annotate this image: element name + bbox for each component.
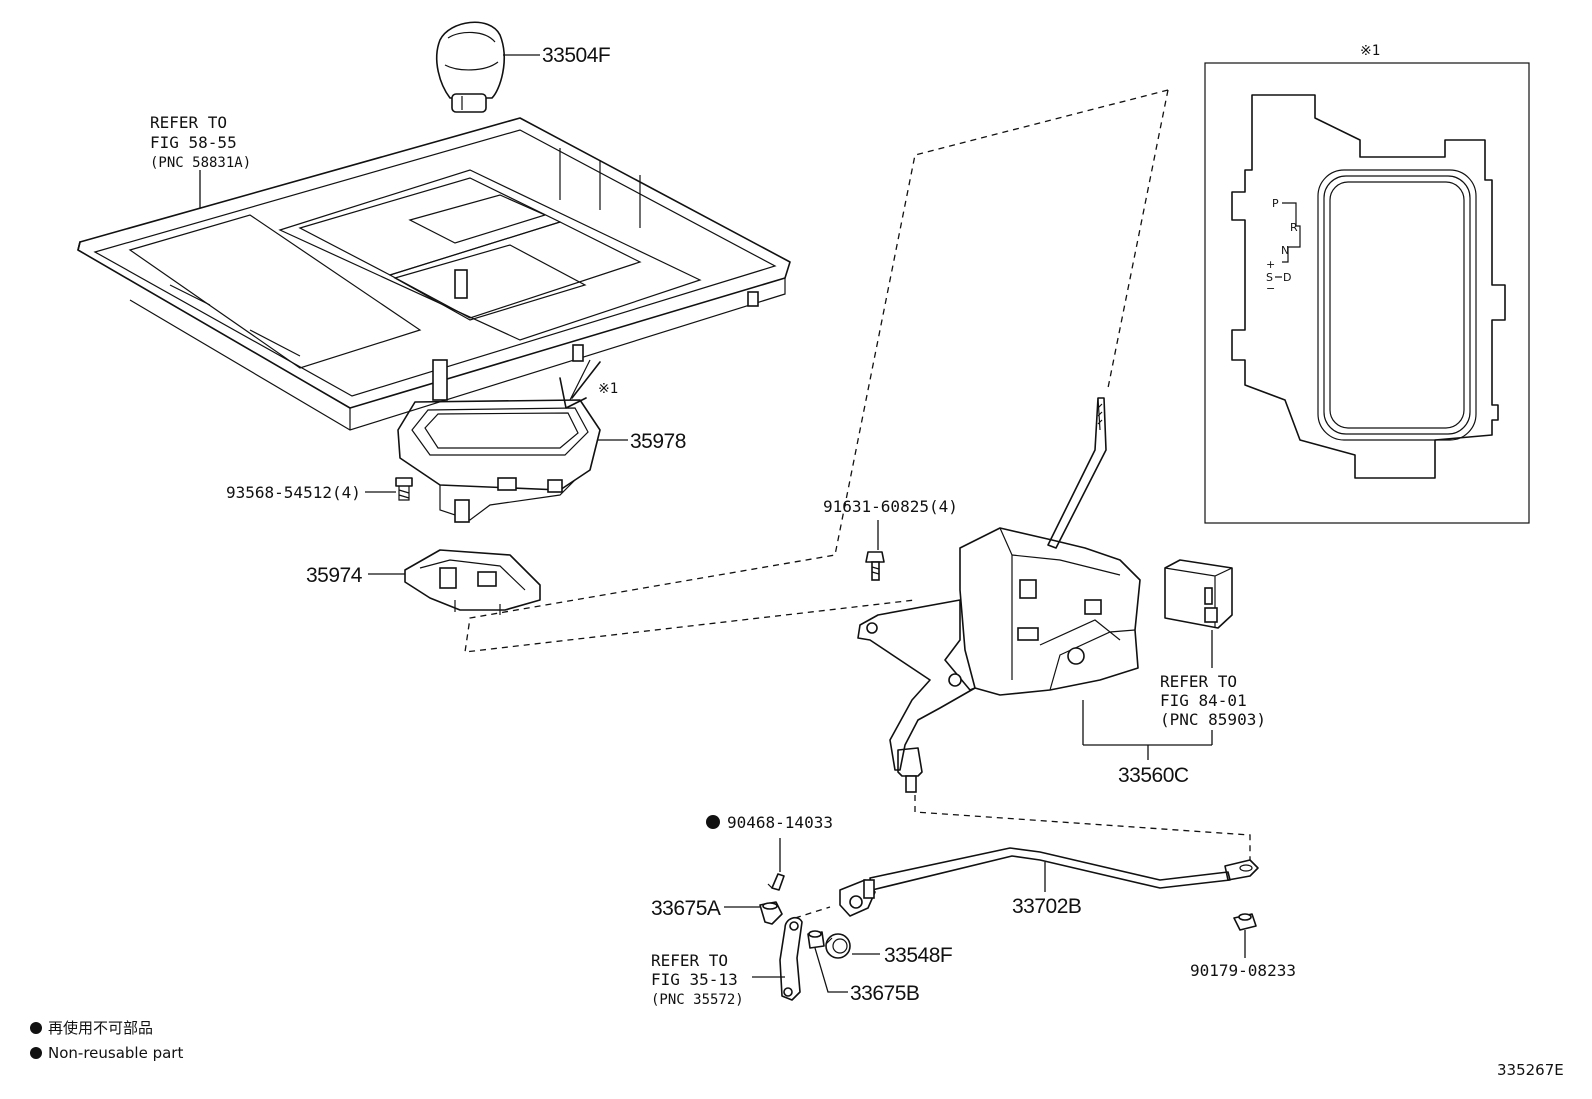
detail-marker-1: ※1 [1360, 43, 1380, 59]
dashed-link-lower [794, 906, 831, 919]
shift-lever-assembly-33560C[interactable] [857, 397, 1141, 793]
console-tray[interactable] [77, 117, 791, 431]
label-35974[interactable]: 35974 [306, 564, 363, 587]
clip-90468-14033[interactable] [767, 873, 785, 891]
label-33504F[interactable]: 33504F [542, 44, 611, 67]
svg-text:(PNC 35572): (PNC 35572) [651, 992, 744, 1008]
refer-fig-35-13[interactable]: REFER TO FIG 35-13 (PNC 35572) [651, 951, 744, 1008]
bushing-33548F[interactable] [825, 933, 851, 959]
label-91631-60825[interactable]: 91631-60825(4) [823, 497, 958, 516]
svg-text:REFER TO: REFER TO [150, 113, 227, 132]
legend-bullet-en [30, 1047, 42, 1059]
bracket-35974[interactable] [404, 549, 541, 615]
label-33675A[interactable]: 33675A [651, 897, 721, 920]
dashed-outline-assembly [464, 89, 1169, 653]
manual-shaft-lever[interactable] [779, 916, 803, 1001]
legend-jp: 再使用不可部品 [48, 1019, 153, 1037]
control-cable-33702B[interactable] [839, 847, 1259, 917]
nut-90179-08233[interactable] [1233, 913, 1257, 931]
leader-33675B [814, 947, 848, 993]
svg-text:REFER TO: REFER TO [1160, 672, 1237, 691]
bolt-91631-60825[interactable] [865, 551, 885, 581]
indicator-housing-35978[interactable] [397, 399, 601, 523]
shift-lock-ecu[interactable] [1164, 559, 1233, 629]
svg-text:(PNC 85903): (PNC 85903) [1160, 710, 1266, 729]
label-33675B[interactable]: 33675B [850, 982, 920, 1005]
svg-text:(PNC 58831A): (PNC 58831A) [150, 155, 251, 171]
label-33560C[interactable]: 33560C [1118, 764, 1189, 787]
label-93568-54512[interactable]: 93568-54512(4) [226, 483, 361, 502]
label-90468-14033[interactable]: 90468-14033 [727, 813, 833, 832]
shift-gate-plate-detail[interactable] [1231, 94, 1506, 479]
refer-fig-58-55[interactable]: REFER TO FIG 58-55 (PNC 58831A) [150, 113, 251, 171]
legend-en: Non-reusable part [48, 1044, 183, 1062]
gate-D: D [1283, 271, 1291, 284]
label-33548F[interactable]: 33548F [884, 944, 953, 967]
refer-fig-84-01[interactable]: REFER TO FIG 84-01 (PNC 85903) [1160, 672, 1266, 729]
illustration-id: 335267E [1497, 1061, 1564, 1079]
svg-text:FIG 84-01: FIG 84-01 [1160, 691, 1247, 710]
non-reusable-bullet-90468 [706, 815, 720, 829]
bushing-33675B[interactable] [807, 930, 825, 949]
pin-33675A[interactable] [759, 901, 783, 925]
gate-plus: + [1266, 258, 1275, 271]
svg-text:FIG 35-13: FIG 35-13 [651, 970, 738, 989]
gate-P: P [1272, 197, 1279, 210]
svg-text:REFER TO: REFER TO [651, 951, 728, 970]
label-35978[interactable]: 35978 [630, 430, 686, 453]
gate-N: N [1281, 244, 1289, 257]
legend-bullet-jp [30, 1022, 42, 1034]
arrow-marker-1: ※1 [598, 381, 618, 397]
gate-S: S [1266, 271, 1273, 284]
screw-93568-54512[interactable] [395, 477, 413, 501]
gate-R: R [1290, 221, 1298, 234]
svg-text:FIG 58-55: FIG 58-55 [150, 133, 237, 152]
detail-frame [1204, 62, 1530, 524]
gate-minus: − [1266, 282, 1275, 295]
shift-knob-33504F[interactable] [436, 21, 505, 113]
dashed-link-cable [914, 795, 1251, 860]
label-33702B[interactable]: 33702B [1012, 895, 1082, 918]
label-90179-08233[interactable]: 90179-08233 [1190, 961, 1296, 980]
